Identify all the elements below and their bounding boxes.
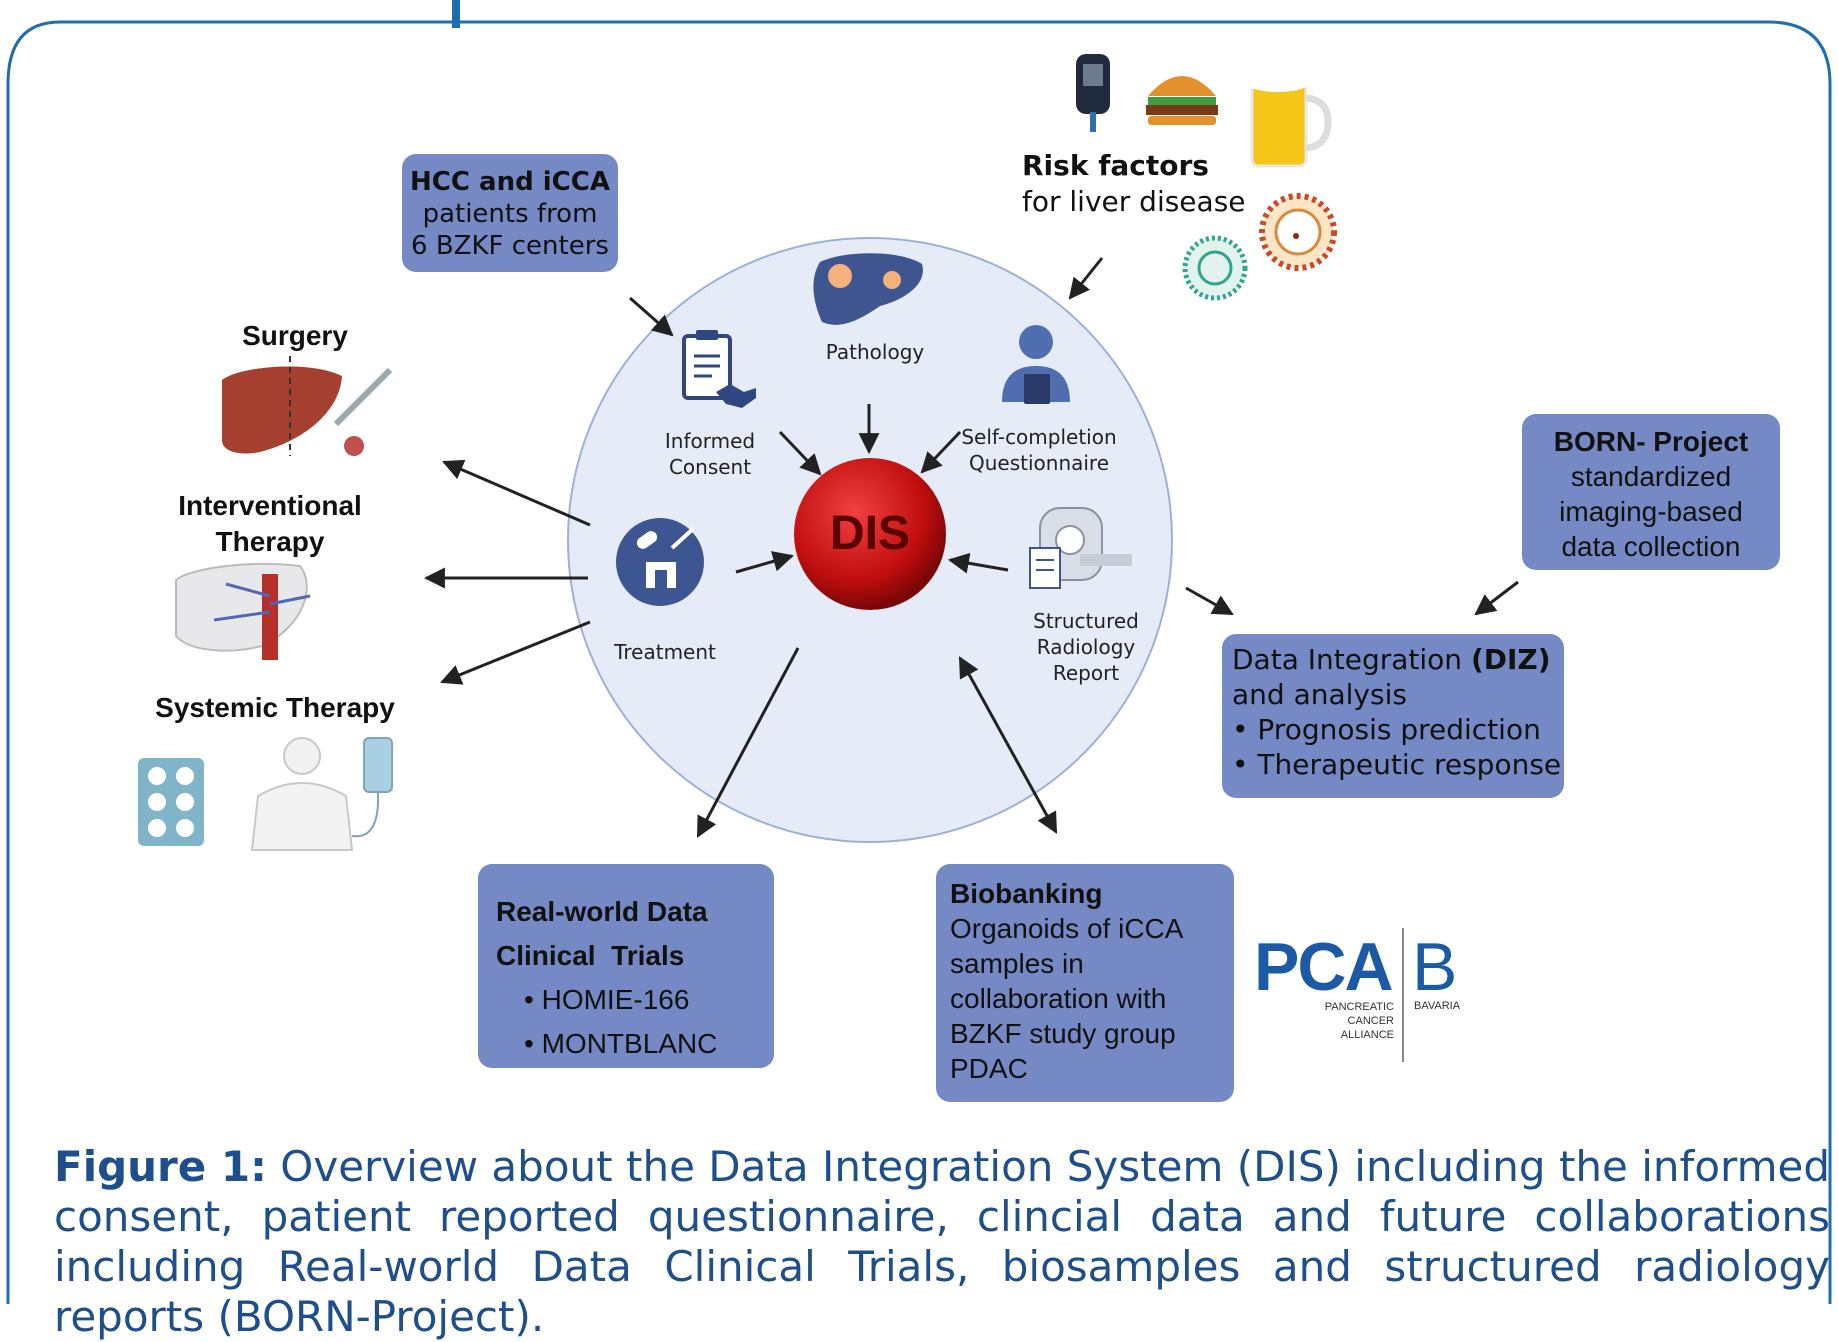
liver-interventional-icon <box>175 562 311 660</box>
patients-box: HCC and iCCA patients from 6 BZKF center… <box>402 154 618 272</box>
interventional-line1: Interventional <box>178 490 362 521</box>
pca-logo-text: PANCREATIC CANCER ALLIANCE <box>1300 1000 1394 1042</box>
informed-consent-line2: Consent <box>668 455 752 479</box>
biobank-box-line5: PDAC <box>950 1053 1028 1084</box>
pca-logo-line2: CANCER <box>1347 1015 1394 1027</box>
questionnaire-line2: Questionnaire <box>968 451 1110 475</box>
arrow-radiology-dis <box>947 552 1009 574</box>
pca-logo: PCA B PANCREATIC CANCER ALLIANCE BAVARIA <box>1250 920 1490 1070</box>
diz-box-bullet2: • Therapeutic response <box>1232 748 1562 781</box>
informed-consent-label: Informed Consent <box>650 428 770 480</box>
biobank-box-line1: Organoids of iCCA <box>950 913 1184 944</box>
liver-surgery-icon <box>222 356 393 456</box>
rwd-box-item1-text: HOMIE-166 <box>541 984 690 1015</box>
pca-logo-line3: ALLIANCE <box>1340 1029 1394 1041</box>
pca-logo-line1: PANCREATIC <box>1324 1001 1394 1013</box>
questionnaire-line1: Self-completion <box>961 425 1117 449</box>
pca-logo-region: BAVARIA <box>1414 1000 1461 1012</box>
pca-logo-b: B <box>1412 929 1458 1005</box>
questionnaire-label: Self-completion Questionnaire <box>954 424 1124 476</box>
diz-box-prefix: Data Integration <box>1232 643 1471 676</box>
figure-caption: Figure 1: Overview about the Data Integr… <box>54 1142 1830 1342</box>
figure-caption-label: Figure 1: <box>54 1142 267 1191</box>
radiology-line3: Report <box>1052 661 1120 685</box>
radiology-line2: Radiology <box>1036 635 1136 659</box>
biobank-box-line3: collaboration with <box>950 983 1167 1014</box>
diagram-canvas <box>6 0 1832 1304</box>
born-box-line3: data collection <box>1561 531 1741 562</box>
patients-box-line1: patients from <box>422 199 598 229</box>
interventional-label: Interventional Therapy <box>150 488 390 560</box>
biobank-box-title: Biobanking <box>950 878 1103 909</box>
born-box-title: BORN- Project <box>1553 426 1749 457</box>
real-world-data-box: Real-world Data Clinical Trials • HOMIE-… <box>478 864 774 1068</box>
arrow-risk-questionnaire <box>1068 257 1104 300</box>
burger-icon <box>1146 76 1218 125</box>
radiology-label: Structured Radiology Report <box>1026 608 1146 686</box>
virus-icon <box>1259 193 1337 271</box>
biobank-box-line2: samples in <box>950 948 1084 979</box>
clipboard-icon <box>682 330 756 408</box>
systemic-therapy-label: Systemic Therapy <box>155 692 395 723</box>
rwd-box-title1: Real-world Data <box>496 896 708 927</box>
arrow-circle-rwd <box>696 647 800 838</box>
diz-box: Data Integration (DIZ) and analysis • Pr… <box>1222 634 1564 798</box>
diz-box-abbrev: (DIZ) <box>1470 643 1551 676</box>
diz-box-bullet1: • Prognosis prediction <box>1232 713 1541 746</box>
patients-box-line2: 6 BZKF centers <box>411 231 609 261</box>
beer-mug-icon <box>1248 76 1332 168</box>
frame-tab <box>452 0 460 28</box>
arrow-consent-dis <box>778 430 822 476</box>
born-box-line2: imaging-based <box>1559 496 1743 527</box>
rwd-box-item2: • MONTBLANC <box>524 1028 718 1059</box>
arrow-biobank-circle <box>958 656 1058 834</box>
arrow-born-diz <box>1474 580 1519 616</box>
iv-bag-icon <box>351 737 393 838</box>
figure-caption-text: Overview about the Data Integration Syst… <box>54 1142 1830 1341</box>
diz-box-line1: Data Integration (DIZ) <box>1232 642 1564 677</box>
diz-box-line2: and analysis <box>1232 678 1407 711</box>
scanner-icon <box>1029 507 1132 589</box>
interventional-line2: Therapy <box>215 526 325 557</box>
glucose-meter-icon <box>1076 54 1110 132</box>
dis-sphere <box>794 458 946 610</box>
rwd-box-title2: Clinical Trials <box>496 940 685 971</box>
arrow-treatment-systemic <box>440 620 591 685</box>
risk-factors-label: Risk factors for liver disease <box>1022 148 1252 220</box>
treatment-label: Treatment <box>614 640 716 664</box>
arrow-treatment-dis <box>735 551 795 574</box>
biobank-box-line4: BZKF study group <box>950 1018 1176 1049</box>
arrow-questionnaire-dis <box>920 430 962 474</box>
pathology-label: Pathology <box>825 340 925 364</box>
patients-box-title: HCC and iCCA <box>410 167 610 197</box>
pca-logo-mark: PCA <box>1254 929 1394 1005</box>
biobanking-box: Biobanking Organoids of iCCA samples in … <box>936 864 1234 1102</box>
human-body-icon <box>250 737 354 851</box>
pill-pack-icon <box>138 758 204 846</box>
informed-consent-line1: Informed <box>664 429 756 453</box>
risk-factors-subtitle: for liver disease <box>1022 185 1246 218</box>
surgery-label: Surgery <box>242 320 348 351</box>
liver-pathology-icon <box>813 253 923 325</box>
born-box-line1: standardized <box>1570 461 1732 492</box>
rwd-box-item2-text: MONTBLANC <box>541 1028 718 1059</box>
rwd-box-item1: • HOMIE-166 <box>524 984 690 1015</box>
radiology-line1: Structured <box>1033 609 1139 633</box>
dis-label: DIS <box>829 507 910 560</box>
virus-small-icon <box>1182 235 1248 301</box>
treatment-icon <box>616 518 704 606</box>
arrow-circle-diz <box>1185 586 1234 616</box>
frame-border <box>6 20 1832 1304</box>
risk-factors-title: Risk factors <box>1022 149 1209 182</box>
person-questionnaire-icon <box>1002 325 1070 404</box>
arrow-patients-consent <box>629 296 674 337</box>
born-project-box: BORN- Project standardized imaging-based… <box>1522 414 1780 570</box>
arrow-treatment-surgery <box>442 459 591 527</box>
